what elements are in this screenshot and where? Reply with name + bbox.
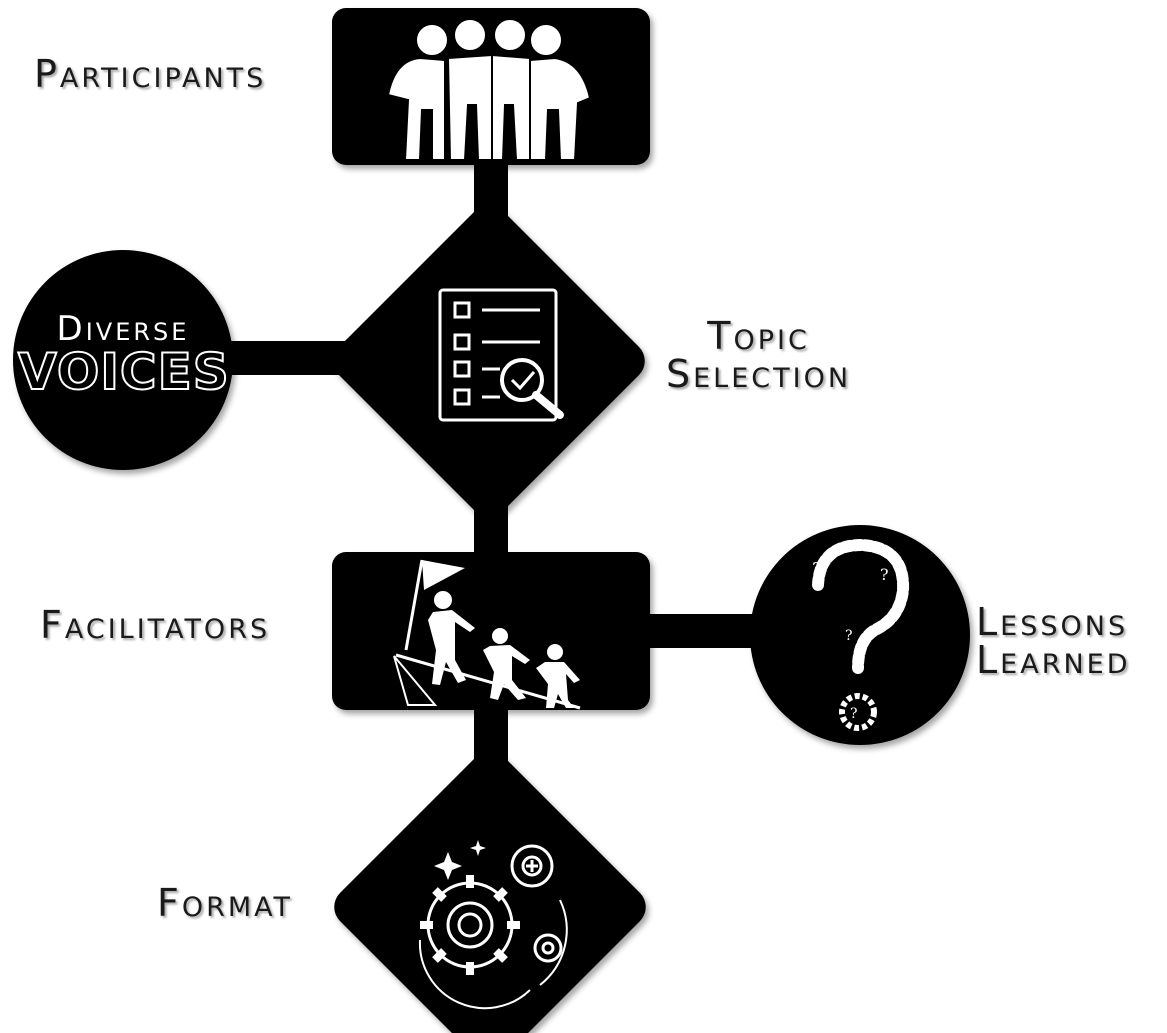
lessons-learned-line1: Lessons (976, 600, 1129, 644)
people-group-icon (386, 18, 592, 161)
svg-text:?: ? (812, 559, 822, 580)
facilitators-node (332, 552, 650, 710)
topic-selection-line1: Topic (707, 314, 810, 358)
lessons-learned-line2: Learned (976, 638, 1131, 682)
diverse-voices-text: Diverse VOICES (17, 309, 230, 401)
diverse-voices-line2: VOICES (17, 343, 230, 401)
diverse-voices-line1: Diverse (56, 309, 190, 349)
question-marks-icon: ? ? ? ? (812, 538, 910, 731)
diverse-voices-node (13, 250, 233, 470)
topic-selection-label: Topic Selection (666, 317, 851, 393)
gears-icon (418, 840, 568, 1010)
format-label: Format (157, 881, 294, 925)
topic-selection-line2: Selection (666, 352, 852, 396)
svg-text:?: ? (880, 565, 889, 584)
climbers-flag-icon (393, 559, 581, 710)
facilitators-label: Facilitators (40, 603, 271, 647)
format-node (334, 751, 646, 1033)
topic-selection-node (333, 205, 645, 517)
connector-facilitators-lessons (645, 614, 765, 648)
svg-text:?: ? (850, 706, 858, 722)
lessons-learned-label: Lessons Learned (976, 603, 1131, 679)
checklist-search-icon (438, 288, 564, 422)
svg-text:?: ? (845, 628, 853, 644)
participants-label: Participants (34, 52, 267, 96)
lessons-learned-node (750, 525, 970, 745)
